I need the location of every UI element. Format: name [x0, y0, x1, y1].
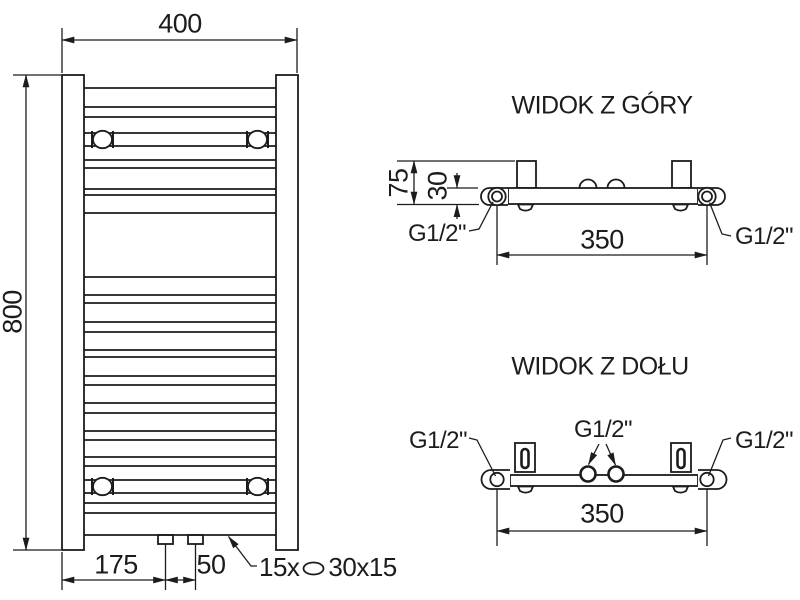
right-bracket-plate	[670, 442, 692, 473]
collector-bar	[507, 187, 699, 205]
g12-leader-right	[707, 437, 732, 477]
front-view-radiator	[61, 74, 299, 551]
center-connection-port	[607, 465, 625, 483]
left-connection-hole	[491, 190, 503, 203]
right-rail	[275, 74, 299, 551]
left-rail	[61, 74, 85, 551]
rung-lines	[84, 87, 276, 536]
pipe-depth-dimension-label: 30	[422, 171, 453, 201]
g12-leader-center	[605, 443, 617, 466]
bottom-right-connection-label: G1/2"	[734, 427, 794, 454]
bottom-left-connection-label: G1/2"	[408, 427, 468, 454]
right-bracket-tab	[671, 160, 692, 189]
bottom-connection-spacing-label: 350	[580, 498, 624, 529]
wall-depth-dimension-label: 75	[383, 168, 414, 198]
left-connection-port	[487, 186, 507, 207]
rung-note-leader	[227, 535, 257, 567]
center-pipe-hump	[606, 178, 626, 189]
center-pipe-hump	[578, 178, 598, 189]
bottom-center-connection-label: G1/2"	[573, 416, 633, 443]
upper-bracket-row	[84, 129, 276, 150]
bottom-view-dimensions	[468, 437, 732, 546]
left-connection-hole	[489, 471, 505, 488]
center-connection-port	[579, 465, 597, 483]
lower-bracket-row	[84, 476, 276, 497]
right-bracket-slot	[676, 447, 686, 470]
bottom-view-drawing	[480, 442, 728, 494]
wall-bracket-knob	[92, 129, 113, 150]
mounting-nut	[671, 485, 690, 494]
g12-leader-left	[468, 437, 497, 477]
pipe-spacing-dimension-label: 50	[196, 549, 226, 580]
top-left-connection-label: G1/2"	[407, 220, 467, 247]
rung-count-label: 15x	[259, 552, 300, 582]
mounting-nut	[516, 485, 535, 494]
rung-profile-note: 15x 30x15	[259, 554, 397, 580]
bottom-view-title: WIDOK Z DOŁU	[511, 352, 689, 381]
height-dimension-label: 800	[0, 290, 28, 334]
left-bracket-plate	[514, 442, 536, 473]
right-connection-hole	[701, 190, 713, 203]
g12-leader-center	[587, 443, 600, 466]
top-view-drawing	[480, 160, 726, 212]
left-bracket-slot	[520, 447, 530, 470]
left-bracket-tab	[516, 160, 537, 189]
wall-bracket-knob	[247, 476, 268, 497]
bottom-connection-stubs	[157, 534, 204, 545]
wall-bracket-knob	[247, 129, 268, 150]
width-dimension-label: 400	[158, 8, 202, 39]
g12-leader-left	[468, 201, 494, 232]
front-view-dimensions	[13, 28, 298, 590]
top-right-connection-label: G1/2"	[734, 223, 794, 250]
rung-size-label: 30x15	[328, 552, 397, 582]
g12-leader-right	[708, 202, 732, 237]
pipe-offset-dimension-label: 175	[94, 549, 138, 580]
wall-bracket-knob	[92, 476, 113, 497]
top-view-title: WIDOK Z GÓRY	[511, 91, 693, 120]
top-view-dimensions	[397, 160, 732, 265]
top-connection-spacing-label: 350	[580, 224, 624, 255]
oval-profile-icon	[303, 561, 325, 576]
right-connection-hole	[699, 471, 715, 488]
mounting-nut	[516, 203, 535, 212]
mounting-nut	[671, 203, 690, 212]
right-connection-port	[697, 186, 717, 207]
collector-bar	[509, 474, 699, 487]
